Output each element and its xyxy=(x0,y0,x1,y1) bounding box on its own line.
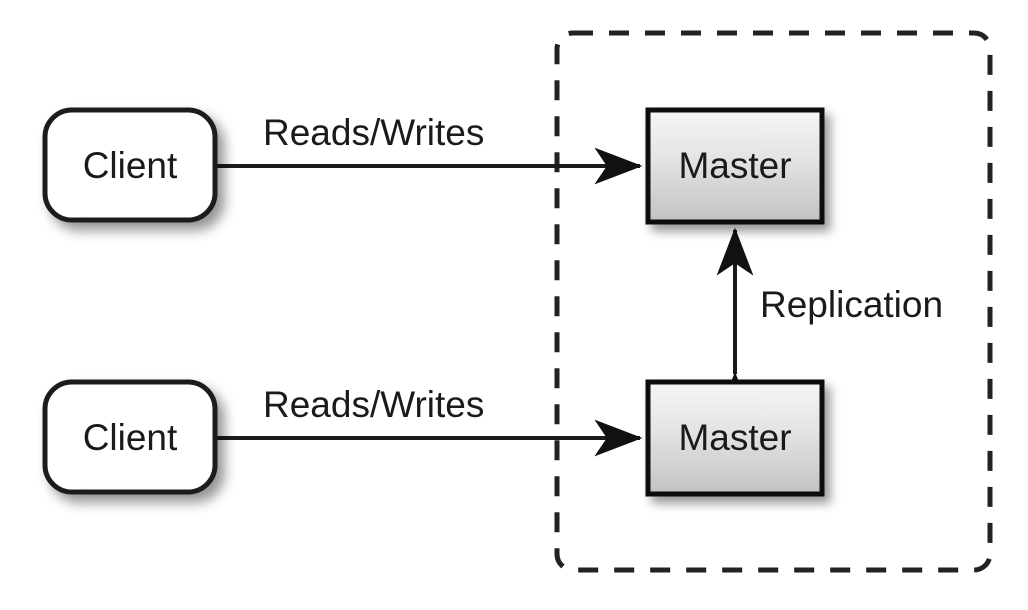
master-node-top[interactable]: Master xyxy=(645,107,825,225)
client-node-top-label: Client xyxy=(83,145,178,186)
edge-replication-label: Replication xyxy=(760,284,943,325)
edge-reads-writes-bottom-label: Reads/Writes xyxy=(263,384,484,425)
client-node-top-shape xyxy=(42,107,218,223)
client-node-bottom[interactable]: Client xyxy=(42,379,218,495)
master-node-bottom-label: Master xyxy=(678,417,791,458)
client-node-bottom-label: Client xyxy=(83,417,178,458)
client-node-top[interactable]: Client xyxy=(42,107,218,223)
client-node-bottom-shape xyxy=(42,379,218,495)
master-node-bottom[interactable]: Master xyxy=(645,379,825,497)
master-node-bottom-shape xyxy=(645,379,825,497)
replication-cluster-boundary xyxy=(554,30,993,573)
master-node-top-shape xyxy=(645,107,825,225)
master-node-top-label: Master xyxy=(678,145,791,186)
edge-reads-writes-top-label: Reads/Writes xyxy=(263,112,484,153)
